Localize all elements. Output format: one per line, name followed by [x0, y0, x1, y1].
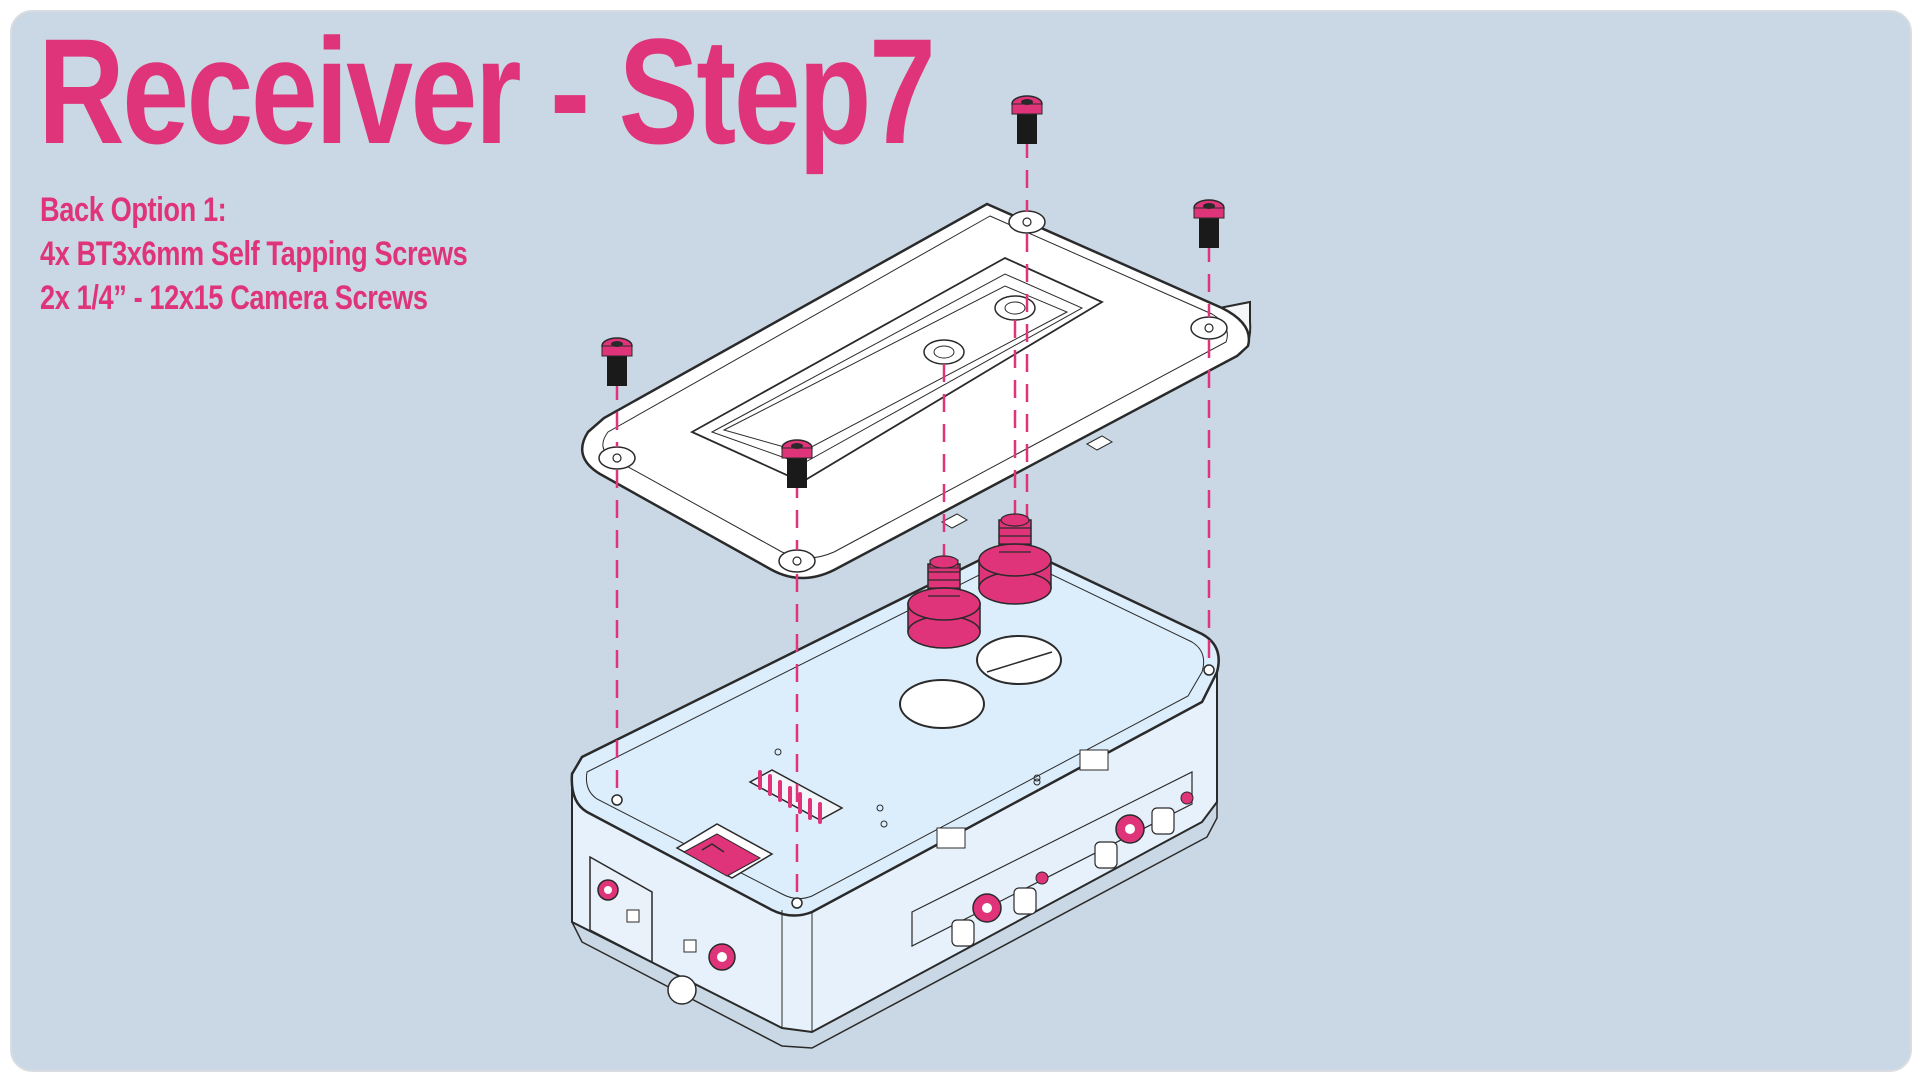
self-tapping-screw-3: [601, 337, 633, 386]
page-title: Receiver - Step7: [38, 10, 936, 175]
note-option-label: Back Option 1:: [40, 191, 227, 229]
self-tapping-screw-4: [781, 439, 813, 488]
back-plate: [580, 202, 1252, 580]
camera-screw-2: [978, 513, 1052, 605]
instruction-panel: Receiver - Step7 Back Option 1: 4x BT3x6…: [10, 10, 1912, 1072]
note-camera-screws: 2x 1/4” - 12x15 Camera Screws: [40, 279, 428, 317]
self-tapping-screw-1: [1011, 95, 1043, 144]
receiver-body: [570, 542, 1220, 1049]
note-self-tapping-screws: 4x BT3x6mm Self Tapping Screws: [40, 235, 468, 273]
self-tapping-screw-2: [1193, 199, 1225, 248]
camera-screw-1: [907, 555, 981, 649]
parts-notes: Back Option 1: 4x BT3x6mm Self Tapping S…: [40, 188, 574, 320]
left-end-connectors: [589, 855, 736, 1005]
exploded-assembly-diagram: [570, 95, 1252, 1049]
connector-pocket: [675, 823, 774, 879]
alignment-guides: [615, 140, 1211, 894]
front-buttons: [911, 749, 1194, 947]
